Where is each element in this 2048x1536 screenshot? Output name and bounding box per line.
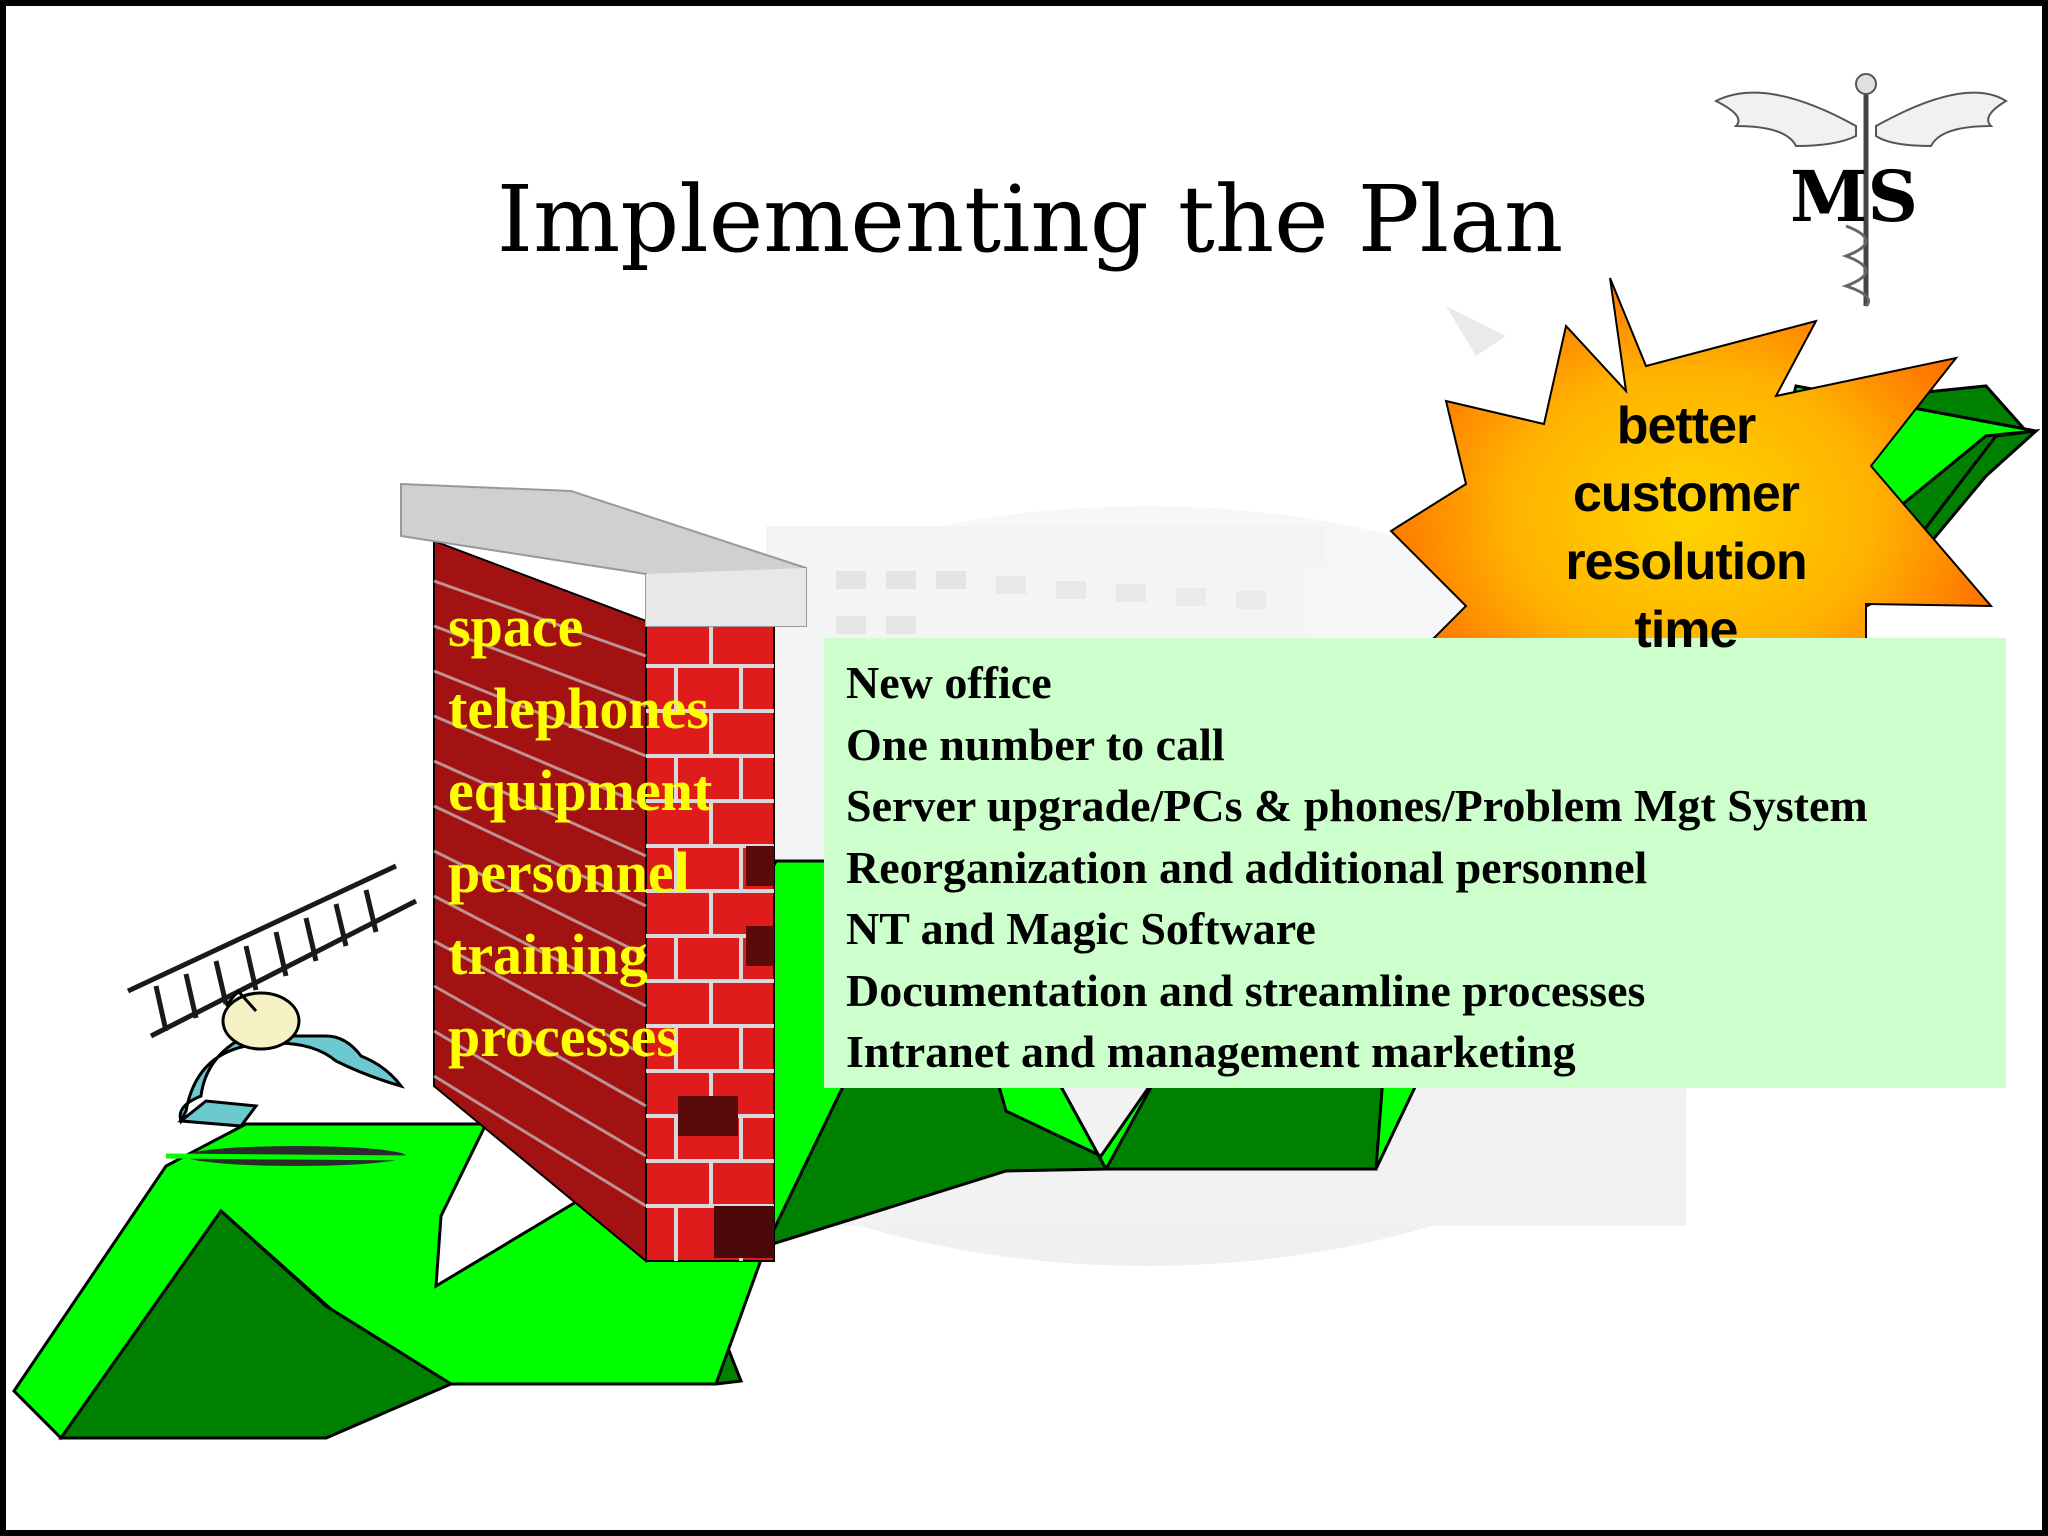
wall-word: telephones <box>448 676 709 741</box>
starburst-line: time <box>1634 601 1739 659</box>
task-item: Reorganization and additional personnel <box>846 841 1648 893</box>
wall-word: equipment <box>448 758 713 823</box>
wall-word: personnel <box>448 840 690 905</box>
task-item: Documentation and streamline processes <box>846 964 1646 1016</box>
brick-wall <box>400 482 807 1264</box>
task-item: Server upgrade/PCs & phones/Problem Mgt … <box>846 780 1868 831</box>
wall-word: space <box>448 594 584 659</box>
wall-word: training <box>448 922 648 987</box>
slide-title: Implementing the Plan <box>496 166 1564 273</box>
task-item: One number to call <box>846 718 1225 770</box>
wall-word: processes <box>448 1004 679 1069</box>
task-list-box: New office One number to call Server upg… <box>824 638 2006 1088</box>
person-with-ladder <box>126 863 418 1166</box>
starburst-line: customer <box>1572 465 1800 523</box>
caduceus-logo: MS <box>1713 73 2008 308</box>
task-item: NT and Magic Software <box>846 903 1316 954</box>
starburst-line: resolution <box>1565 533 1807 591</box>
starburst-text: better customer resolution time <box>1536 392 1836 664</box>
task-item: New office <box>846 657 1052 708</box>
logo-monogram: MS <box>1790 155 1918 238</box>
task-list: New office One number to call Server upg… <box>846 652 2006 1083</box>
task-item: Intranet and management marketing <box>846 1026 1576 1077</box>
starburst-line: better <box>1616 397 1756 455</box>
wall-word-list: space telephones equipment personnel tra… <box>448 586 712 1078</box>
